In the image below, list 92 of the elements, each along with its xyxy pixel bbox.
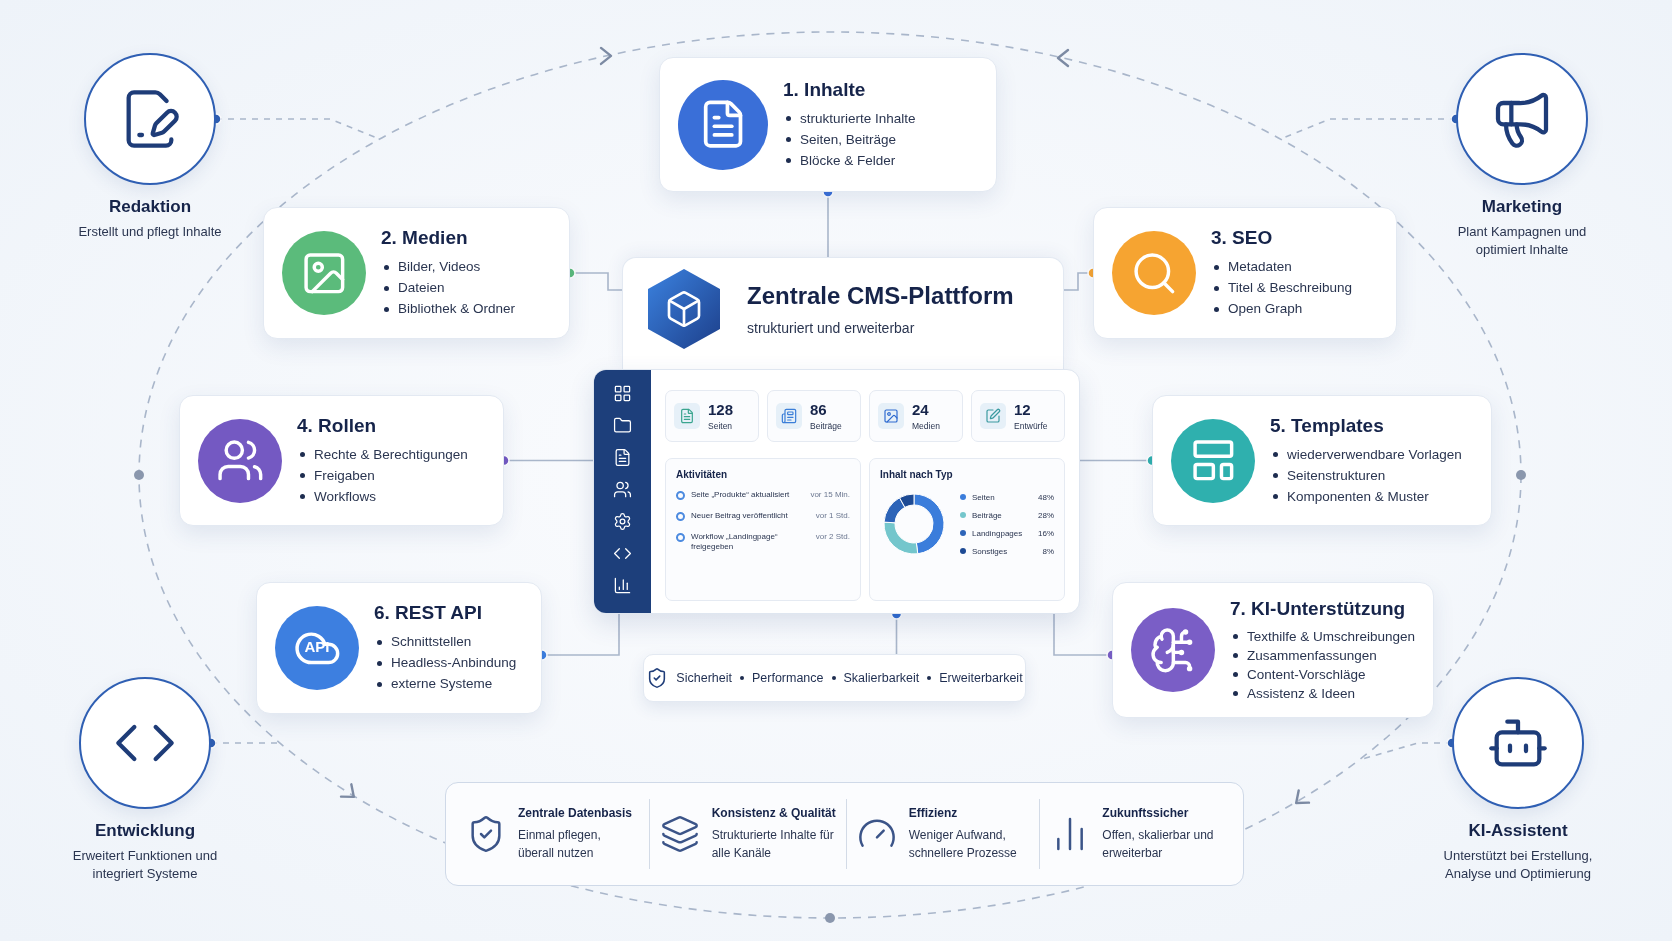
bullet-item: Seitenstrukturen (1270, 464, 1462, 486)
activity-time: vor 1 Std. (815, 511, 850, 520)
feature-card (1152, 395, 1492, 526)
role-description: Erstellt und pflegt Inhalte (78, 223, 222, 241)
role-title: Entwicklung (94, 821, 196, 841)
benefit-title: Zukunftssicher (1102, 806, 1190, 820)
role-description: Unterstützt bei Erstellung, Analyse und Optimierung (1442, 847, 1594, 883)
stat-card (971, 390, 1065, 442)
feature-card (1093, 207, 1397, 339)
bullet-item: Titel & Beschreibung (1211, 277, 1353, 298)
panel-title: Aktivitäten (676, 469, 729, 480)
activity-time: vor 2 Std. (815, 532, 850, 541)
benefit-title: Effizienz (908, 806, 959, 820)
platform-subtitle: strukturiert und erweiterbar (747, 319, 916, 336)
benefit-title: Konsistenz & Qualität (711, 806, 836, 820)
role-title: KI-Assistent (1468, 821, 1568, 841)
bullet-item: Content-Vorschläge (1230, 664, 1416, 684)
stat-label: Medien (912, 421, 940, 431)
feature-word: Skalierbarkeit (843, 671, 920, 685)
panel-title: Inhalt nach Typ (880, 469, 954, 480)
bullet-item: Seiten, Beiträge (783, 128, 916, 150)
feature-bar (643, 654, 1026, 702)
benefits-panel (445, 782, 1244, 886)
benefit-title: Zentrale Datenbasis (518, 806, 634, 820)
legend-label: Seiten (972, 492, 996, 502)
card-title: 2. Medien (381, 227, 469, 249)
legend-label: Landingpages (972, 528, 1024, 538)
card-title: 4. Rollen (297, 414, 378, 437)
bullet-item: Texthilfe & Umschreibungen (1230, 626, 1416, 646)
feature-card (256, 582, 542, 714)
chart-panel (869, 458, 1065, 601)
platform-title: Zentrale CMS-Plattform (747, 281, 1014, 310)
role-title: Marketing (1481, 197, 1563, 217)
benefit-text: Einmal pflegen, überall nutzen (518, 827, 602, 862)
stat-value: 24 (912, 401, 930, 418)
bullet-item: Freigaben (297, 464, 468, 486)
role-description: Erweitert Funktionen und integriert Systeme (71, 847, 219, 883)
legend-label: Beiträge (972, 510, 1003, 520)
stat-card (869, 390, 963, 442)
platform-header (622, 257, 1064, 369)
activity-text: Neuer Beitrag veröffentlicht (691, 511, 789, 521)
benefit-text: Weniger Aufwand, schnellere Prozesse (908, 827, 1018, 862)
stat-card (767, 390, 861, 442)
card-title: 3. SEO (1211, 227, 1274, 249)
feature-card (1112, 582, 1434, 718)
stat-label: Seiten (708, 421, 734, 431)
stat-value: 86 (810, 401, 828, 418)
bullet-item: Open Graph (1211, 298, 1353, 319)
activity-text: Seite „Produkte“ aktualisiert (691, 490, 791, 500)
feature-card (659, 57, 997, 192)
bullet-item: Blöcke & Felder (783, 149, 916, 171)
value-label: 28% (1038, 510, 1054, 520)
activity-text: Workflow „Landingpage“ freigegeben (691, 532, 779, 552)
feature-word: Performance (751, 671, 824, 685)
bullet-item: Bibliothek & Ordner (381, 298, 516, 319)
card-title: 1. Inhalte (783, 78, 867, 101)
feature-card (263, 207, 570, 339)
benefit-text: Strukturierte Inhalte für alle Kanäle (711, 827, 835, 862)
activity-time: vor 15 Min. (810, 490, 850, 499)
bullet-item: Dateien (381, 277, 516, 298)
bullet-item: Metadaten (1211, 256, 1353, 277)
stat-label: Beiträge (810, 421, 842, 431)
card-title: 5. Templates (1270, 414, 1385, 437)
role-description: Plant Kampagnen und optimiert Inhalte (1456, 223, 1588, 259)
bullet-item: Headless-Anbindung (374, 652, 517, 673)
activity-panel (665, 458, 861, 601)
bullet-item: strukturierte Inhalte (783, 107, 916, 129)
bullet-item: wiederverwendbare Vorlagen (1270, 443, 1462, 465)
bullet-item: externe Systeme (374, 673, 517, 694)
bullet-item: Schnittstellen (374, 631, 517, 652)
feature-word: Sicherheit (676, 671, 732, 685)
card-title: 7. KI-Unterstützung (1230, 597, 1407, 620)
stat-value: 12 (1014, 401, 1032, 418)
stat-label: Entwürfe (1014, 421, 1048, 431)
bullet-item: Workflows (297, 485, 468, 507)
value-label: 16% (1038, 528, 1054, 538)
role-title: Redaktion (108, 197, 192, 217)
bullet-item: Assistenz & Ideen (1230, 683, 1416, 703)
legend-label: Sonstiges (972, 546, 1009, 556)
bullet-item: Komponenten & Muster (1270, 485, 1462, 507)
value-label: 48% (1038, 492, 1054, 502)
stat-card (665, 390, 759, 442)
card-title: 6. REST API (374, 602, 484, 624)
stat-value: 128 (708, 401, 734, 418)
bullet-item: Zusammenfassungen (1230, 645, 1416, 665)
bullet-item: Bilder, Videos (381, 256, 516, 277)
bullet-item: Rechte & Berechtigungen (297, 443, 468, 465)
value-label: 8% (1042, 546, 1054, 556)
feature-card (179, 395, 504, 526)
benefit-text: Offen, skalierbar und erweiterbar (1102, 827, 1215, 862)
dashboard-panel (593, 369, 1080, 614)
feature-word: Erweiterbarkeit (939, 671, 1023, 685)
